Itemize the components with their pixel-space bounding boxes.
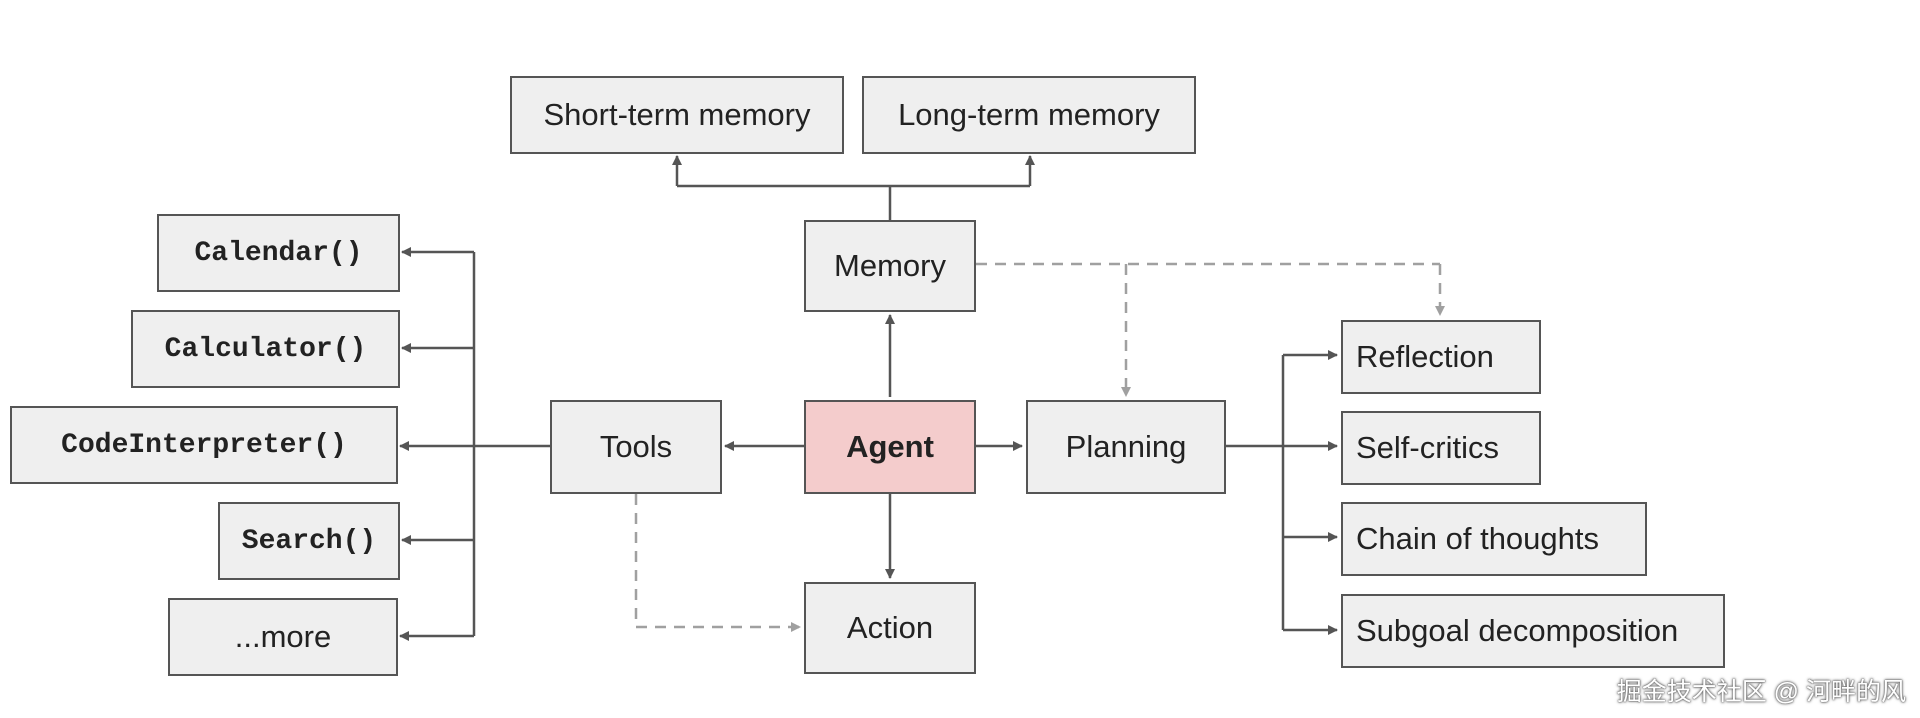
chain-of-thoughts-box: Chain of thoughts — [1341, 502, 1647, 576]
agent-box: Agent — [804, 400, 976, 494]
calendar-tool-box: Calendar() — [157, 214, 400, 292]
tools-to-action-dashed-connector — [634, 494, 801, 632]
code-interpreter-tool-box: CodeInterpreter() — [10, 406, 398, 484]
reflection-box: Reflection — [1341, 320, 1541, 394]
memory-to-planning-dashed-connector — [976, 262, 1445, 397]
search-tool-box: Search() — [218, 502, 400, 580]
self-critics-box: Self-critics — [1341, 411, 1541, 485]
action-box: Action — [804, 582, 976, 674]
short-term-memory-box: Short-term memory — [510, 76, 844, 154]
memory-box: Memory — [804, 220, 976, 312]
calculator-tool-box: Calculator() — [131, 310, 400, 388]
planning-to-items-connector — [1226, 350, 1338, 635]
tools-to-items-connector — [399, 247, 550, 641]
planning-box: Planning — [1026, 400, 1226, 494]
memory-to-stores-connector — [672, 155, 1035, 220]
tools-box: Tools — [550, 400, 722, 494]
long-term-memory-box: Long-term memory — [862, 76, 1196, 154]
subgoal-decomposition-box: Subgoal decomposition — [1341, 594, 1725, 668]
more-tools-box: ...more — [168, 598, 398, 676]
watermark: 掘金技术社区 @ 河畔的风 — [1616, 678, 1906, 706]
